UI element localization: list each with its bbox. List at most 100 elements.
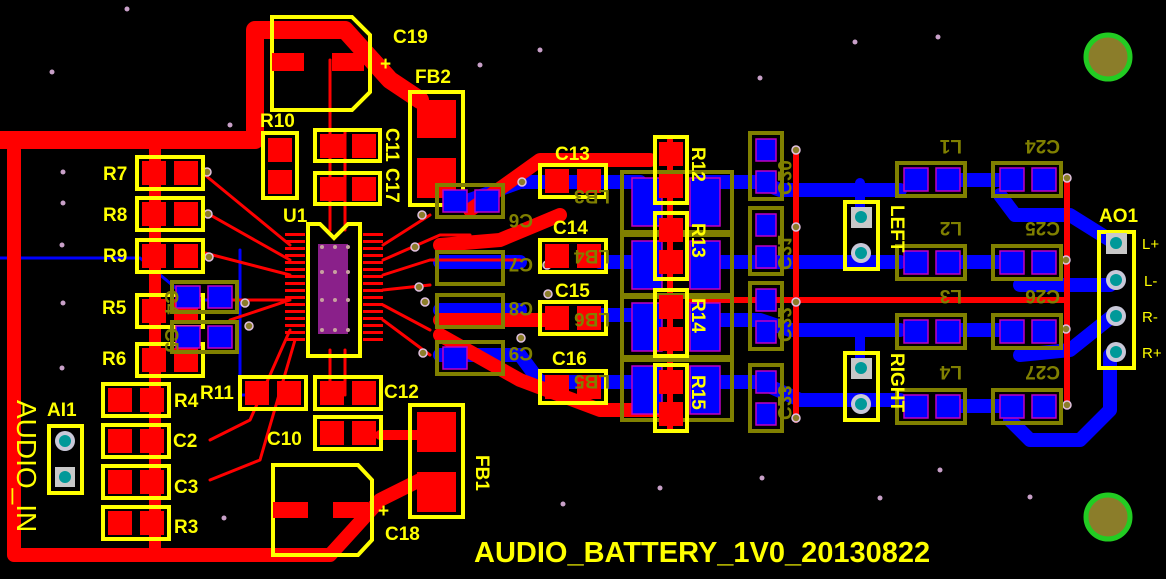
polarity-mark: + [378,501,389,522]
ref-c14: C14 [553,218,588,239]
component-c17[interactable]: C17 [313,168,402,206]
component-c3[interactable]: C3 [101,464,198,500]
component-c12[interactable]: C12 [313,375,419,411]
component-r13[interactable]: R13 [653,211,708,281]
component-r12[interactable]: R12 [653,135,708,205]
component-c25[interactable]: C25 [991,217,1063,281]
pin-label-l-plus: L+ [1142,236,1159,253]
component-l3[interactable]: L3 [895,285,967,350]
component-r14[interactable]: R14 [653,288,708,358]
component-c8[interactable]: C8 [435,293,533,329]
mount-hole-bottom [1083,492,1133,542]
ref-c27: C27 [1025,361,1060,382]
component-c7[interactable]: C7 [435,250,533,286]
ref-fb1: FB1 [471,455,492,491]
component-r8[interactable]: R8 [103,196,205,232]
component-c20[interactable]: C20 [748,131,794,201]
component-fb1[interactable]: FB1 [408,403,492,519]
ref-r9: R9 [103,246,127,267]
ref-c19: C19 [393,27,428,48]
component-c21[interactable]: C21 [748,206,794,276]
component-c13[interactable]: C13 [538,144,608,199]
component-c15[interactable]: C15 [538,281,608,336]
component-l1[interactable]: L1 [895,135,967,198]
component-c14[interactable]: C14 [538,218,608,274]
ref-c7: C7 [509,253,533,274]
ref-c5: C5 [160,328,181,353]
component-r4[interactable]: R4 [101,382,199,418]
ref-r15: R15 [687,375,708,410]
component-c11[interactable]: C11 [313,128,402,163]
mounting-holes [1083,32,1133,542]
component-r15[interactable]: R15 [653,363,708,433]
ref-c4: C4 [160,290,181,315]
ref-u1: U1 [283,206,308,227]
component-r6[interactable]: R6 [102,342,205,378]
component-u1[interactable]: U1 [283,206,383,358]
ref-c17: C17 [381,168,402,203]
ref-r13: R13 [687,223,708,258]
ref-r10: R10 [260,111,295,132]
ref-r6: R6 [102,349,126,370]
connector-ao1[interactable]: AO1 L+ L- R- R+ [1097,206,1162,370]
component-l4[interactable]: L4 [895,361,967,425]
ref-l4: L4 [939,361,962,382]
polarity-mark: + [380,54,391,75]
ref-c3: C3 [174,477,198,498]
ref-r8: R8 [103,205,127,226]
component-c27[interactable]: C27 [991,361,1063,425]
component-r11[interactable]: R11 [200,375,308,411]
ref-c16: C16 [552,349,587,370]
component-c16[interactable]: C16 [538,349,608,405]
ref-c11: C11 [381,128,402,162]
connector-ai1[interactable]: AI1 AUDIO_IN [11,400,84,532]
component-c22[interactable]: C22 [748,281,794,351]
component-c2[interactable]: C2 [101,423,197,459]
component-c23[interactable]: C23 [748,363,794,433]
ref-c2: C2 [173,431,197,452]
component-c10[interactable]: C10 [267,415,383,451]
vias [49,6,1072,521]
component-c18[interactable]: + C18 [271,463,420,557]
ref-l3: L3 [940,285,962,306]
component-c26[interactable]: C26 [991,285,1063,350]
ref-c10: C10 [267,429,302,450]
ref-c21: C21 [773,235,794,270]
component-c19[interactable]: + C19 [270,15,428,112]
left-label: LEFT [886,205,907,253]
ref-ai1: AI1 [47,400,77,421]
pin-label-r-plus: R+ [1142,345,1162,362]
connector-right[interactable]: RIGHT [843,351,907,422]
ref-c15: C15 [555,281,590,302]
right-label: RIGHT [886,353,907,413]
component-r3[interactable]: R3 [101,505,198,541]
component-r7[interactable]: R7 [103,155,205,191]
pin-label-l-minus: L- [1144,273,1157,290]
ref-c8: C8 [509,297,533,318]
ref-r11: R11 [200,383,234,404]
component-c5[interactable]: C5 [160,320,239,354]
connector-left[interactable]: LEFT [843,200,907,271]
ref-fb2: FB2 [415,67,451,88]
component-c24[interactable]: C24 [991,135,1063,198]
component-c6[interactable]: C6 [435,183,533,230]
ref-r5: R5 [102,298,127,319]
ref-c24: C24 [1025,135,1060,156]
component-r10[interactable]: R10 [260,111,299,200]
ref-c6: C6 [509,209,533,230]
bottom-components: C4 C5 C6 C7 C8 C9 LB3 LB4 LB6 LB5 [160,131,1063,433]
ref-c13: C13 [555,144,590,165]
ref-c26: C26 [1025,285,1060,306]
component-c9[interactable]: C9 [435,340,533,376]
component-r9[interactable]: R9 [103,238,205,274]
board-title: AUDIO_BATTERY_1V0_20130822 [474,537,930,569]
ref-r3: R3 [174,517,198,538]
ref-c22: C22 [773,307,794,342]
audio-in-label: AUDIO_IN [11,400,42,532]
component-c4[interactable]: C4 [160,280,239,315]
pin-label-r-minus: R- [1142,309,1158,326]
component-l2[interactable]: L2 [895,217,967,281]
ref-c9: C9 [509,342,533,363]
ref-r14: R14 [687,298,708,333]
